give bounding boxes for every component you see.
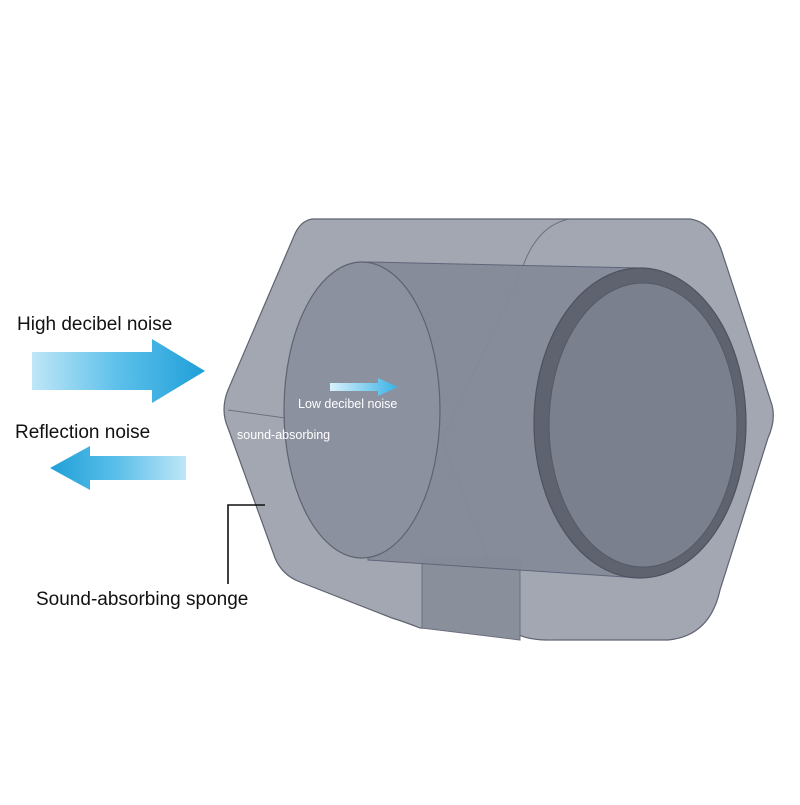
arrow-right-icon [32,339,205,403]
inner-arrow-right-icon [330,378,398,396]
outlet-face [548,282,738,568]
sponge-leader-line [227,504,265,584]
sound-absorbing-label: sound-absorbing [237,428,331,442]
low-decibel-noise-label: Low decibel noise [298,397,398,411]
high-decibel-noise-label: High decibel noise [17,314,173,335]
reflection-noise-label: Reflection noise [15,422,151,443]
cylinder-rear-end [283,261,441,559]
housing-foot [421,557,521,641]
sound-absorbing-sponge-label: Sound-absorbing sponge [36,589,249,610]
arrow-left-icon [50,446,186,490]
